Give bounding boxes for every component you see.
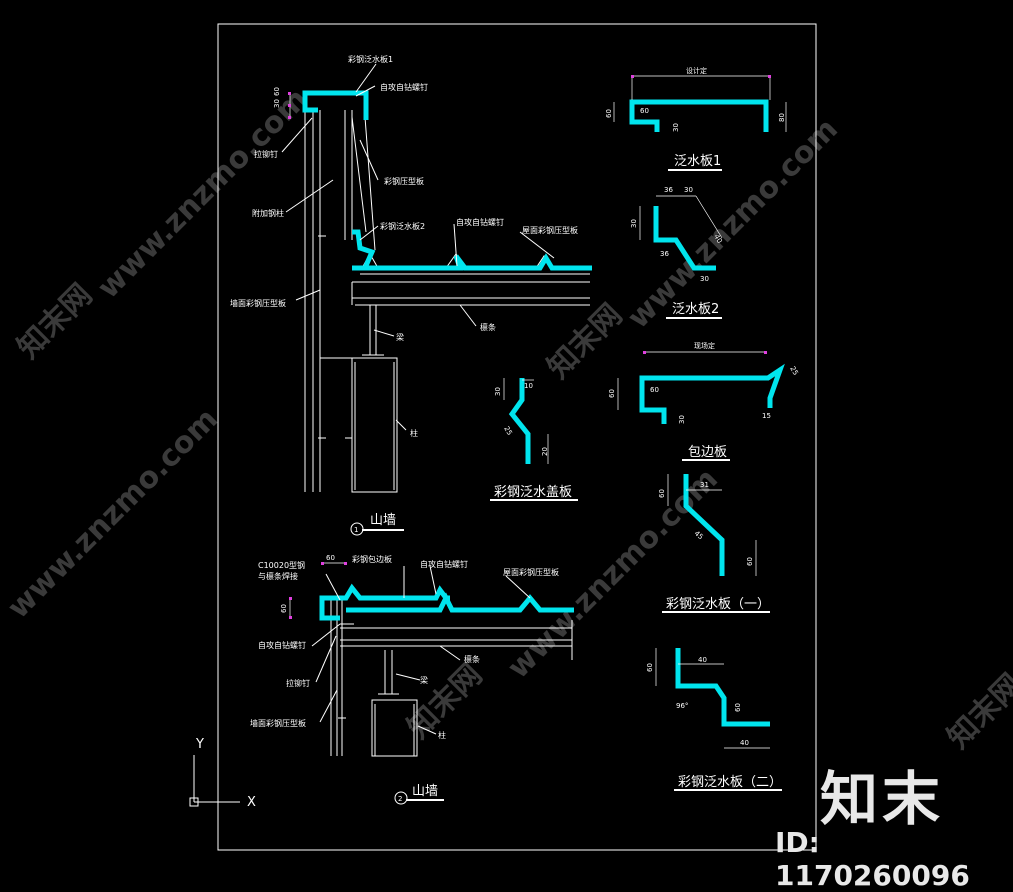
label-beam: 梁 [396, 333, 404, 342]
detail-number: 2 [398, 795, 402, 803]
dim-label: 60 [734, 703, 742, 712]
label-c-steel: C10020型钢 [258, 560, 305, 570]
dim-label: 30 [700, 275, 709, 283]
label-purlin: 檩条 [464, 654, 480, 664]
detail-number-circle [394, 791, 408, 805]
label-roof-plate: 屋面彩钢压型板 [522, 225, 578, 235]
panel-bb: 现场定 60 60 30 15 25 包边板 [608, 341, 800, 461]
dim-label: 30 [494, 387, 502, 396]
detail-2-caption: 山墙 [412, 784, 438, 799]
dim-label: 60 [280, 604, 288, 613]
detail-1: 30 60 彩钢泛水板1 自攻自钻螺钉 拉铆钉 彩钢压型板 附加钢柱 彩钢泛水板… [230, 54, 592, 536]
label-screw2: 自攻自钻螺钉 [258, 640, 306, 650]
ucs-icon: Y X [189, 737, 256, 810]
dim-label: 31 [700, 481, 709, 489]
label-screw-roof: 自攻自钻螺钉 [456, 217, 504, 227]
cover-caption: 彩钢泛水盖板 [494, 485, 572, 500]
ucs-y: Y [195, 737, 204, 752]
panel-cover: 10 30 25 20 彩钢泛水盖板 [490, 378, 578, 501]
fs1-caption: 泛水板1 [674, 154, 721, 169]
panel-fs1: 设计定 60 60 30 80 泛水板1 [605, 66, 787, 171]
dim-label: 10 [524, 382, 533, 390]
fs2-caption: 泛水板2 [672, 302, 719, 317]
dim-label: 60 [640, 107, 649, 115]
brand-logo: 知末 [820, 765, 945, 833]
label-wall-plate: 墙面彩钢压型板 [250, 718, 306, 728]
dim-label: 25 [788, 365, 799, 377]
dim-label: 60 [608, 389, 616, 398]
dim-label: 60 [658, 489, 666, 498]
dim-label: 60 [646, 663, 654, 672]
dim-label: 60 [650, 386, 659, 394]
dim-label: 30 [678, 415, 686, 424]
dim-label: 40 [740, 739, 749, 747]
label-rivet: 拉铆钉 [286, 678, 310, 688]
panel-one: 60 31 45 60 彩钢泛水板（一） [658, 474, 770, 613]
label-column: 柱 [438, 730, 446, 740]
two-caption: 彩钢泛水板（二） [678, 775, 782, 790]
watermark-layer: 知末网 www.znzmo.com www.znzmo.com 知末网 www.… [1, 82, 1013, 756]
dim-label: 60 [605, 109, 613, 118]
detail-2: 60 60 C10020型钢 与檩条焊接 彩钢包边板 自攻自钻螺钉 屋面彩钢压型… [250, 554, 574, 805]
bb-caption: 包边板 [688, 445, 727, 460]
detail-number: 1 [354, 526, 358, 534]
dim-label: 36 [660, 250, 669, 258]
panel-fs2: 36 30 30 36 30 40 泛水板2 [630, 186, 724, 319]
dim-label: 36 [664, 186, 673, 194]
dim-label: 45 [693, 529, 705, 541]
label-edge-plate: 彩钢包边板 [352, 554, 392, 564]
dim-label: 30 [684, 186, 693, 194]
dim-label: 60 [746, 557, 754, 566]
fs1-note: 设计定 [686, 66, 707, 75]
label-wall-plate: 墙面彩钢压型板 [230, 298, 286, 308]
dim-label: 60 [273, 87, 281, 96]
label-cover2: 彩钢泛水板2 [380, 221, 425, 231]
label-add-col: 附加钢柱 [252, 208, 284, 218]
label-weld: 与檩条焊接 [258, 571, 298, 581]
watermark-text: 知末网 [941, 667, 1013, 755]
label-beam: 梁 [420, 676, 428, 685]
dim-label: 40 [712, 233, 723, 245]
brand-id: ID: 1170260096 [775, 826, 970, 892]
drawing-frame [217, 23, 817, 851]
one-caption: 彩钢泛水板（一） [666, 597, 770, 612]
dim-label: 25 [502, 425, 513, 437]
label-column: 柱 [410, 428, 418, 438]
dim-label: 30 [273, 99, 281, 108]
dim-label: 60 [326, 554, 335, 562]
bb-note: 现场定 [694, 341, 715, 350]
label-press-plate: 彩钢压型板 [384, 176, 424, 186]
label-rivet: 拉铆钉 [254, 149, 278, 159]
ucs-x: X [247, 795, 256, 810]
dim-angle: 96° [676, 702, 688, 710]
dim-label: 15 [762, 412, 771, 420]
panel-two: 60 40 60 40 96° 彩钢泛水板（二） [646, 648, 782, 791]
label-cover1: 彩钢泛水板1 [348, 54, 393, 64]
dim-label: 30 [672, 123, 680, 132]
label-screw: 自攻自钻螺钉 [420, 559, 468, 569]
label-purlin: 檩条 [480, 322, 496, 332]
dim-label: 40 [698, 656, 707, 664]
watermark-text: www.znzmo.com [91, 82, 315, 306]
watermark-text: www.znzmo.com [1, 402, 225, 626]
dim-label: 80 [778, 113, 786, 122]
label-roof-plate: 屋面彩钢压型板 [503, 567, 559, 577]
dim-label: 20 [541, 447, 549, 456]
watermark-text: 知末网 [541, 297, 629, 385]
dim-label: 30 [630, 219, 638, 228]
label-screw-top: 自攻自钻螺钉 [380, 82, 428, 92]
watermark-text: 知末网 [11, 277, 99, 365]
detail-1-caption: 山墙 [370, 513, 396, 528]
